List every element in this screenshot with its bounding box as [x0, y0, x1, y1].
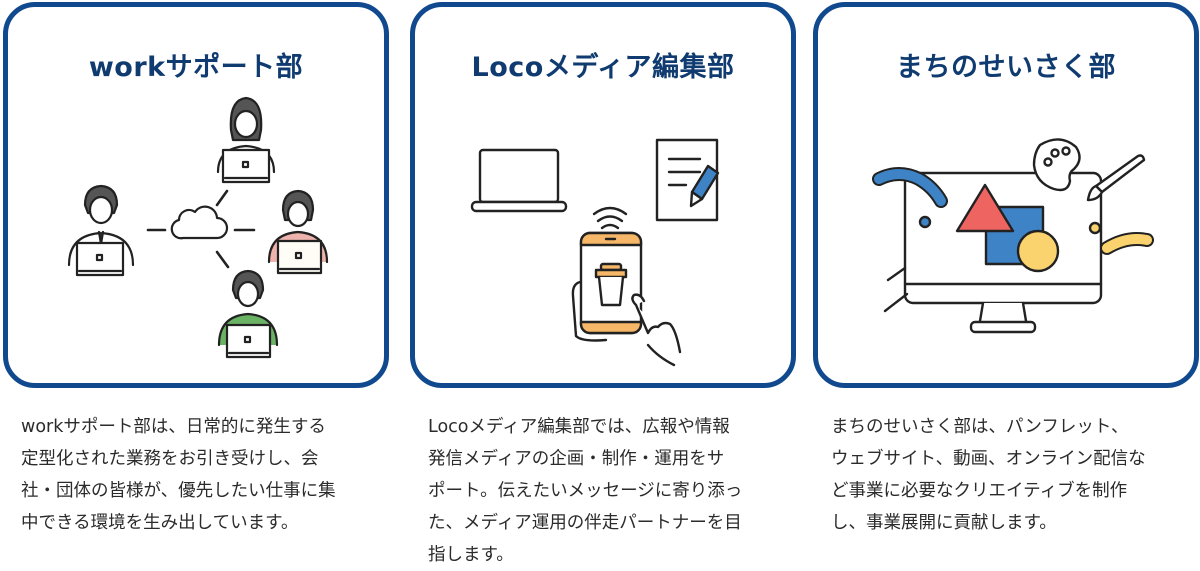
description-line: ど事業に必要なクリエイティブを制作 [831, 481, 1128, 501]
laptop-icon [470, 148, 568, 213]
description-line: ポート。伝えたいメッセージに寄り添っ [428, 481, 743, 501]
cloud-icon [170, 205, 229, 240]
description-line: 中できる環境を生み出しています。 [21, 513, 299, 533]
department-card: workサポート部 [3, 2, 389, 388]
person-man-left-icon [67, 184, 135, 277]
coffee-cup-icon [594, 262, 628, 307]
document-pen-icon [655, 138, 720, 222]
creative-monitor-illustration [872, 138, 1154, 334]
description-line: し、事業展開に貢献します。 [831, 513, 1057, 533]
red-triangle-shape [955, 183, 1015, 233]
description-line: 発信メディアの企画・制作・運用をサ [428, 449, 725, 469]
yellow-circle-shape [1016, 229, 1060, 273]
smartphone-icon [579, 231, 643, 335]
description-line: 定型化された業務をお引き受けし、会 [21, 449, 319, 469]
department-description: Locoメディア編集部では、広報や情報 発信メディアの企画・制作・運用をサ ポー… [428, 411, 798, 571]
wifi-icon [592, 206, 628, 230]
person-man-bottom-icon [217, 269, 279, 359]
paintbrush-icon [1086, 154, 1146, 202]
description-line: workサポート部は、日常的に発生する [21, 417, 326, 437]
department-description: workサポート部は、日常的に発生する 定型化された業務をお引き受けし、会 社・… [21, 411, 391, 539]
media-devices-illustration [470, 138, 720, 367]
description-line: まちのせいさく部は、パンフレット、 [831, 417, 1129, 437]
description-line: 指します。 [428, 545, 514, 565]
department-description: まちのせいさく部は、パンフレット、 ウェブサイト、動画、オンライン配信な ど事業… [831, 411, 1200, 539]
person-woman-top-icon [216, 96, 276, 184]
department-title: workサポート部 [88, 52, 304, 83]
description-line: た、メディア運用の伴走パートナーを目 [428, 513, 742, 533]
person-woman-right-icon [267, 189, 329, 275]
description-line: ウェブサイト、動画、オンライン配信な [831, 449, 1146, 469]
remote-team-cloud-illustration [67, 96, 329, 359]
department-title: Locoメディア編集部 [471, 52, 735, 83]
pointing-hand-icon [631, 293, 682, 367]
description-line: 社・団体の皆様が、優先したい仕事に集 [21, 481, 336, 501]
description-line: Locoメディア編集部では、広報や情報 [428, 417, 730, 437]
department-title: まちのせいさく部 [896, 52, 1116, 83]
